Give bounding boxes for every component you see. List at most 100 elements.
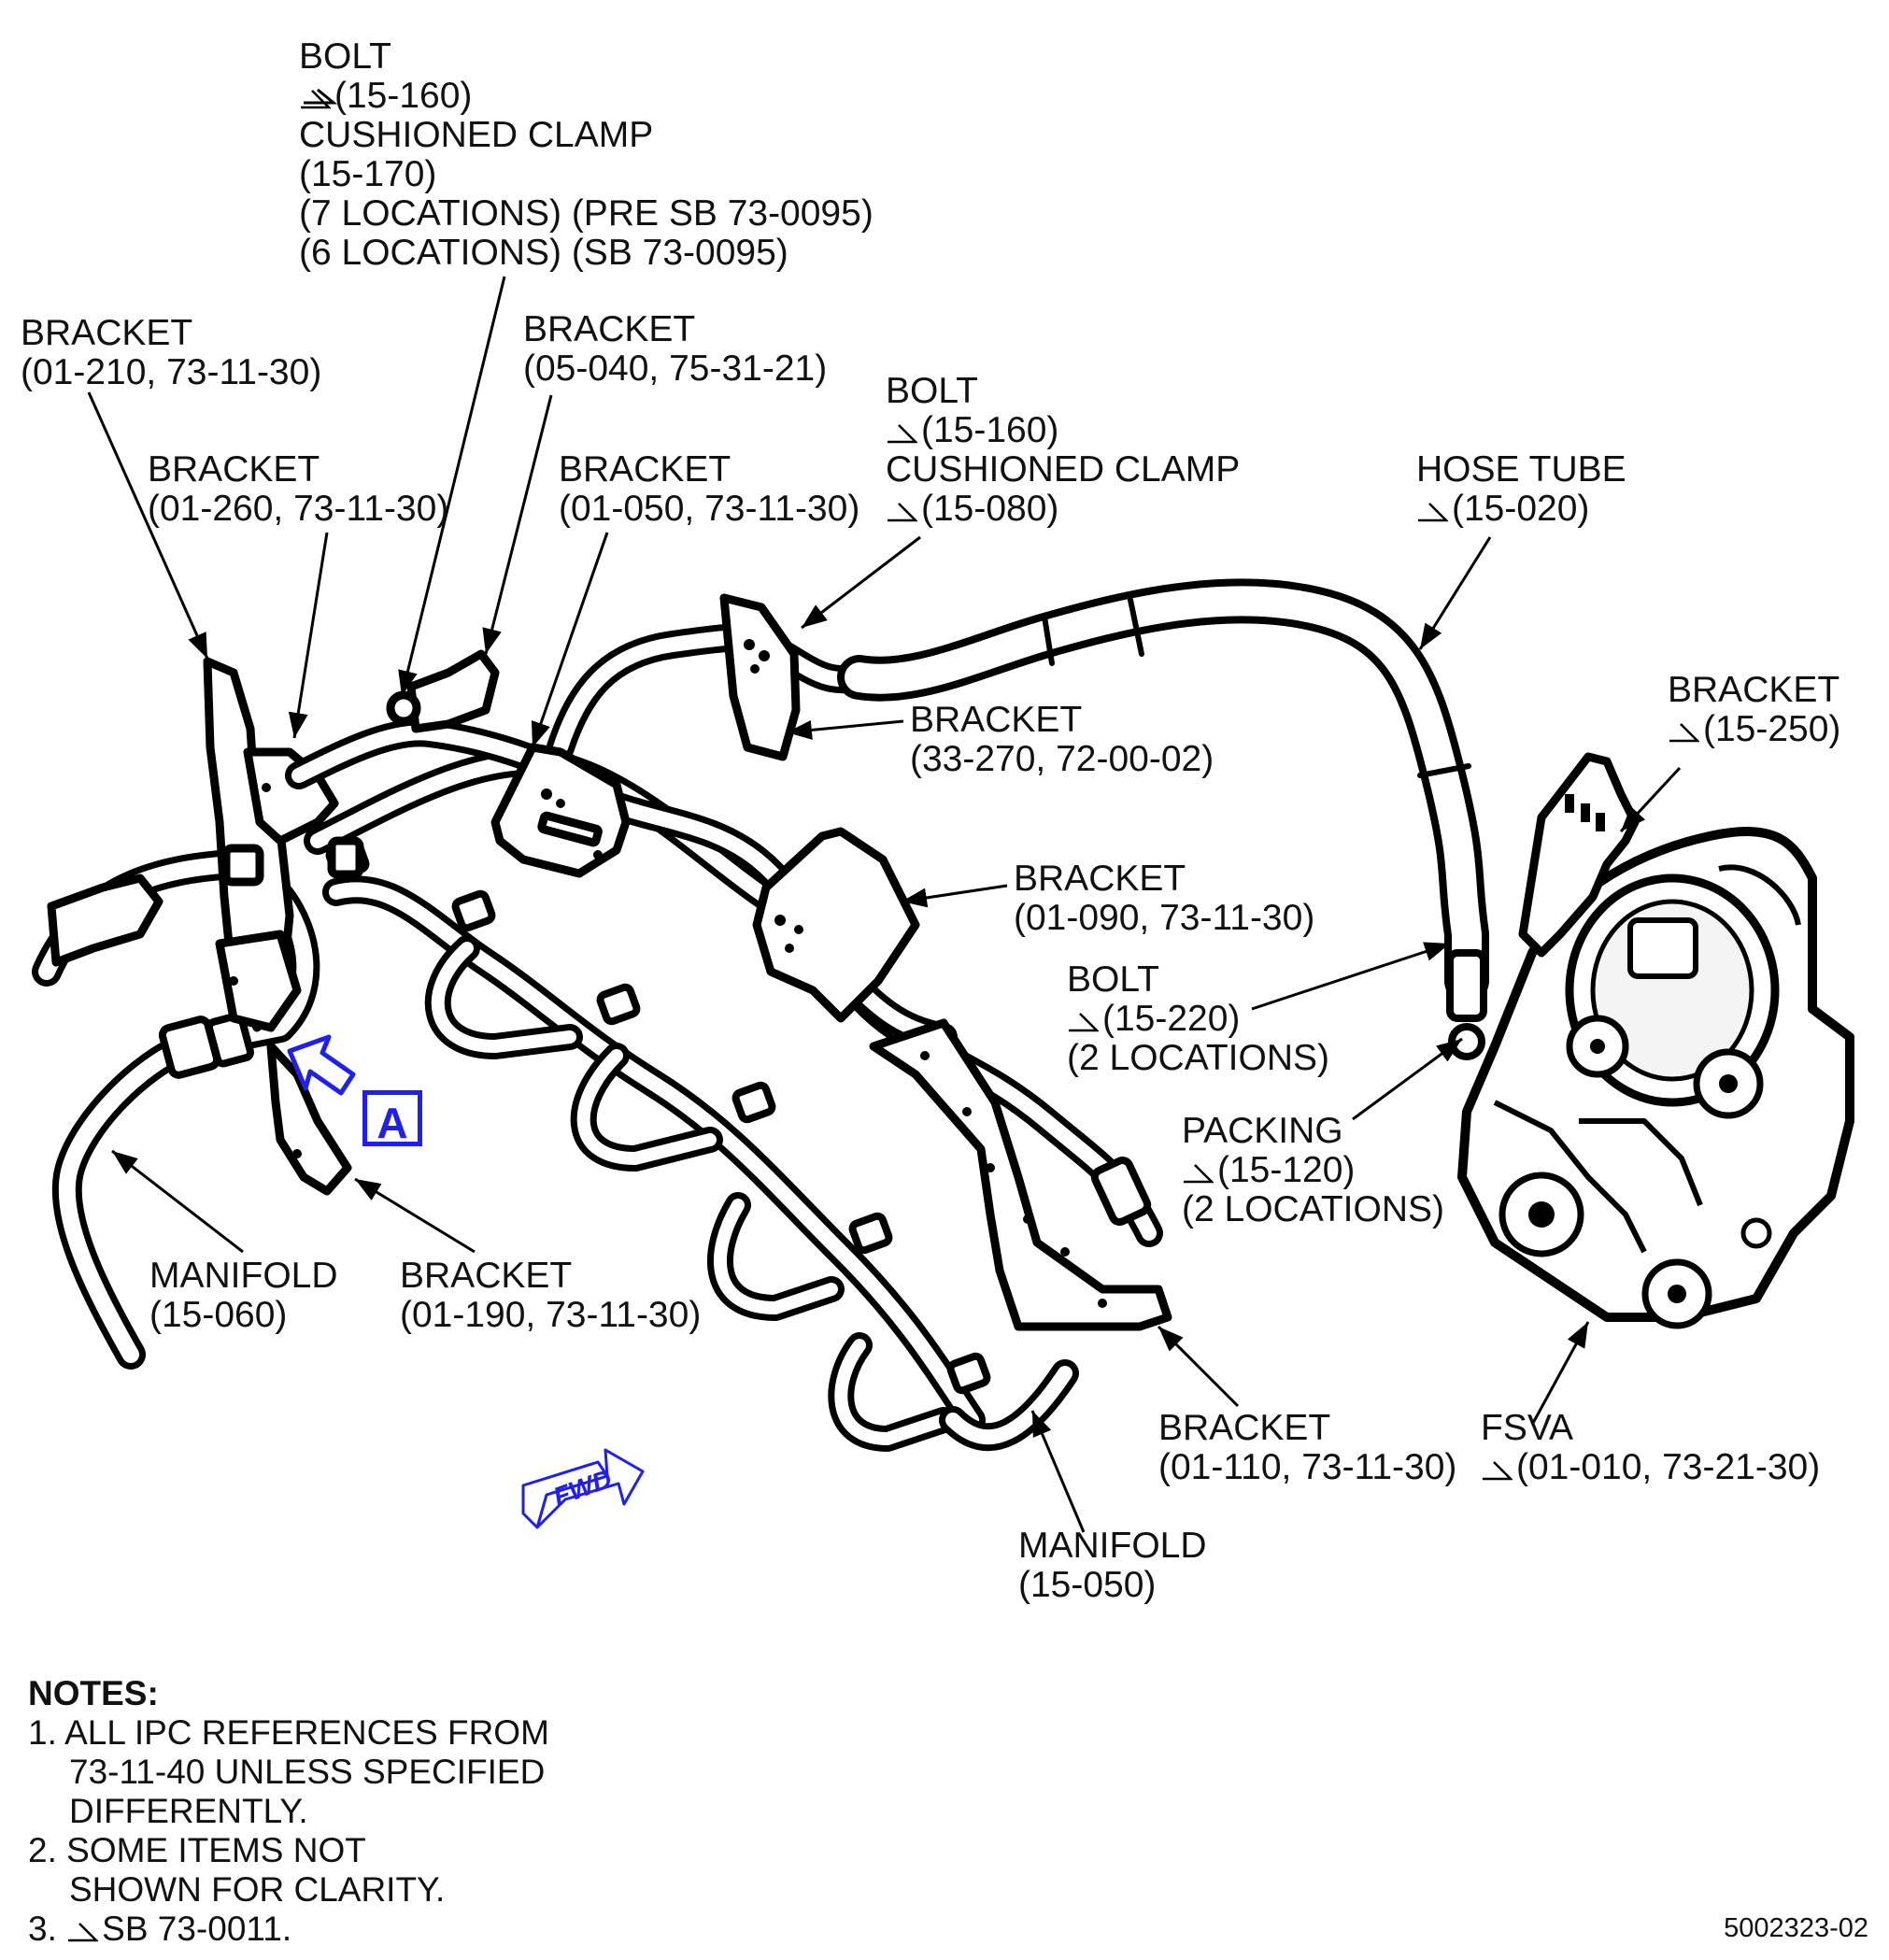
callout-line-flagged: (15-160) [886,411,1240,450]
callout-line: (2 LOCATIONS) [1067,1038,1329,1078]
callout-packing-15-120: PACKING (15-120) (2 LOCATIONS) [1182,1112,1444,1229]
callout-line: BRACKET [400,1256,573,1296]
callout-line: BRACKET [559,449,731,490]
callout-line: BRACKET [1668,670,1840,710]
callout-line: BRACKET [148,449,320,490]
callout-bolt-cushioned-clamp-mid: BOLT (15-160) CUSHIONED CLAMP (15-080) [886,372,1240,529]
callout-line: BOLT [886,371,978,411]
callout-fsva: FSVA (01-010, 73-21-30) [1481,1409,1820,1487]
bracket-01-090 [752,827,920,1023]
callout-line: PACKING [1182,1111,1343,1151]
callout-line-flagged: (15-120) [1182,1151,1444,1190]
note-number: 3. [28,1910,57,1948]
sb-flag-icon [1418,503,1448,522]
callout-bracket-01-110: BRACKET (01-110, 73-11-30) [1158,1409,1456,1487]
callout-line: (01-090, 73-11-30) [1014,898,1315,938]
callout-bracket-01-050: BRACKET (01-050, 73-11-30) [559,450,859,529]
callout-line-flagged: (15-020) [1416,490,1626,529]
callout-line: (15-170) [299,154,437,194]
bracket-01-050 [490,743,631,878]
note-2: 2. SOME ITEMS NOT SHOWN FOR CLARITY. [28,1831,549,1910]
notes-heading: NOTES: [28,1674,159,1712]
callout-line-flagged: (15-160) [299,77,873,116]
callout-line: BRACKET [910,700,1083,740]
bracket-33-270 [719,593,801,761]
sb-flag-icon [888,424,917,444]
drawing-number: 5002323-02 [1724,1913,1868,1943]
callout-line: BRACKET [21,313,193,353]
note-text: SHOWN FOR CLARITY. [69,1870,446,1909]
callout-line: (01-190, 73-11-30) [400,1295,702,1335]
bracket-33-270-fasteners [744,639,770,674]
note-text: SOME ITEMS NOT [66,1831,366,1869]
callout-bracket-01-260: BRACKET (01-260, 73-11-30) [148,450,448,529]
bracket-15-250 [1518,752,1640,958]
callout-line: (7 LOCATIONS) (PRE SB 73-0095) [299,193,873,234]
callout-bracket-15-250: BRACKET (15-250) [1668,671,1840,749]
callout-bracket-05-040: BRACKET (05-040, 75-31-21) [523,310,827,389]
manifold-coupling-right [1090,1156,1152,1227]
callout-bolt-cushioned-clamp-top: BOLT (15-160) CUSHIONED CLAMP (15-170) (… [299,37,873,273]
sb-flag-icon [1069,1013,1099,1032]
callout-bracket-33-270: BRACKET (33-270, 72-00-02) [910,701,1214,779]
callout-line: MANIFOLD [149,1256,338,1296]
callout-line: (15-050) [1018,1565,1157,1605]
fwd-arrow: FWD [521,1448,645,1529]
callout-line: CUSHIONED CLAMP [299,115,654,155]
callout-hose-tube: HOSE TUBE (15-020) [1416,450,1626,529]
note-3: 3. SB 73-0011. [28,1910,549,1949]
manifold-coupling [158,1012,254,1079]
hose-tube-15-020 [837,578,1489,1003]
sb-flag-symbols [304,88,338,105]
callout-line: (01-210, 73-11-30) [21,352,322,392]
callout-line: BOLT [1067,959,1159,1000]
callout-line: (6 LOCATIONS) (SB 73-0095) [299,233,788,273]
sb-flag-icon [301,90,331,109]
view-a-arrow [287,1034,356,1096]
sb-flag-icon [68,1923,99,1942]
callout-line-flagged: (01-010, 73-21-30) [1481,1448,1820,1487]
callout-line: (01-050, 73-11-30) [559,489,860,529]
callout-line: BRACKET [1158,1408,1331,1448]
callout-line-flagged: (15-220) [1067,1000,1329,1039]
note-text: DIFFERENTLY. [69,1792,308,1830]
notes-block: NOTES: 1. ALL IPC REFERENCES FROM 73-11-… [28,1674,549,1949]
callout-line: HOSE TUBE [1416,449,1626,490]
note-text: SB 73-0011. [102,1910,292,1948]
note-text: ALL IPC REFERENCES FROM [64,1713,549,1752]
note-text: 73-11-40 UNLESS SPECIFIED [69,1753,546,1791]
callout-line: (2 LOCATIONS) [1182,1189,1444,1229]
callout-bolt-15-220: BOLT (15-220) (2 LOCATIONS) [1067,960,1329,1078]
callout-line: MANIFOLD [1018,1526,1207,1566]
bracket-15-250-fasteners [1565,794,1605,831]
callout-line: (01-260, 73-11-30) [148,489,449,529]
callout-line: (33-270, 72-00-02) [910,739,1214,779]
callout-bracket-01-090: BRACKET (01-090, 73-11-30) [1014,859,1314,938]
callout-line: (05-040, 75-31-21) [523,348,828,389]
hose-tube-end-fitting [1446,949,1487,1060]
sb-flag-icon [1184,1164,1214,1184]
leader-lines [87,276,1682,1533]
bracket-01-050-fasteners [541,788,603,859]
note-number: 2. [28,1831,57,1869]
callout-line-flagged: (15-080) [886,490,1240,529]
callout-line: FSVA [1481,1408,1573,1448]
callout-line: (01-110, 73-11-30) [1158,1447,1457,1487]
sb-flag-icon [1669,723,1699,743]
left-end-fitting [47,836,364,967]
sb-flag-icon [888,503,917,522]
note-1: 1. ALL IPC REFERENCES FROM 73-11-40 UNLE… [28,1713,549,1831]
callout-bracket-01-190: BRACKET (01-190, 73-11-30) [400,1257,701,1335]
callout-manifold-15-050: MANIFOLD (15-050) [1018,1527,1207,1605]
left-bracket-fasteners [229,783,302,1158]
callout-line: BRACKET [1014,859,1186,899]
callout-manifold-15-060: MANIFOLD (15-060) [149,1257,338,1335]
callout-bracket-01-210: BRACKET (01-210, 73-11-30) [21,314,321,392]
bracket-01-110-fasteners [920,1051,1107,1308]
callout-line: CUSHIONED CLAMP [886,449,1241,490]
note-number: 1. [28,1713,57,1752]
callout-line: BOLT [299,36,391,77]
view-a-marker: A [362,1090,422,1147]
callout-line: (15-060) [149,1295,288,1335]
bracket-01-110 [869,1018,1172,1331]
